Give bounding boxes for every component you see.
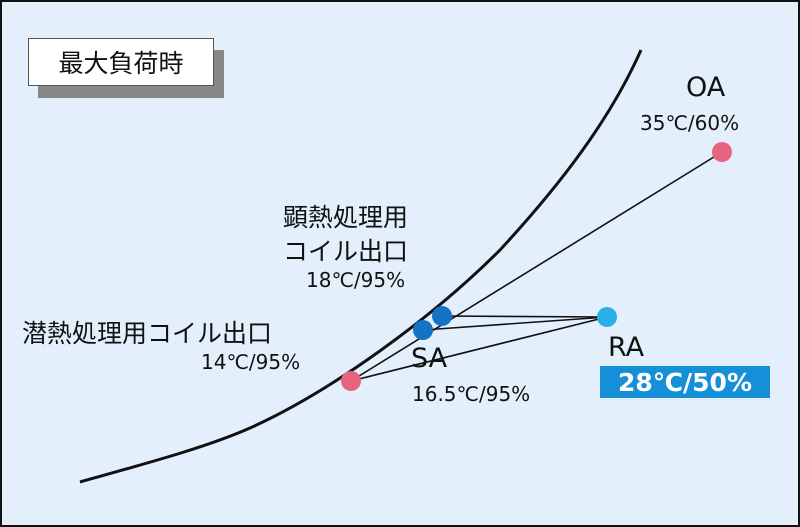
sensible-coil-label-line2: コイル出口 xyxy=(283,237,409,266)
sensible-coil-label-line1: 顕熱処理用 xyxy=(283,203,409,232)
latent-coil-label: 潜熱処理用コイル出口 xyxy=(22,319,273,348)
process-line-ra-latent xyxy=(350,316,608,382)
latent-coil-value: 14℃/95% xyxy=(201,350,301,374)
saturation-curve xyxy=(79,49,643,484)
oa-value: 35℃/60% xyxy=(640,111,740,135)
process-line-ra-sensible xyxy=(441,315,608,318)
sa-name: SA xyxy=(411,343,448,374)
process-line-ra-sa xyxy=(422,316,608,331)
process-line-oa-latent xyxy=(350,151,723,382)
sa-value: 16.5℃/95% xyxy=(412,382,531,406)
sensible-coil-point xyxy=(432,306,452,326)
sensible-coil-value: 18℃/95% xyxy=(306,268,406,292)
latent-coil-point xyxy=(341,371,361,391)
page-title: 最大負荷時 xyxy=(28,38,214,86)
oa-point xyxy=(712,142,732,162)
oa-name: OA xyxy=(686,72,726,103)
sa-point xyxy=(413,320,433,340)
ra-name: RA xyxy=(608,332,645,363)
ra-value-badge: 28℃/50% xyxy=(600,366,770,398)
ra-point xyxy=(597,307,617,327)
